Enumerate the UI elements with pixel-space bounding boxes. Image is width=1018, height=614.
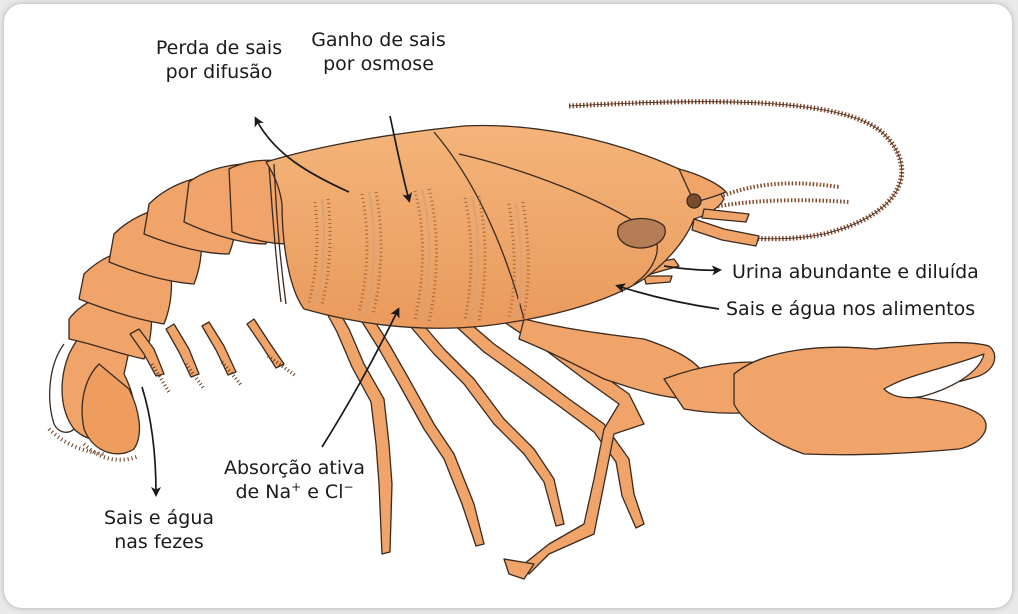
label-gain-line1: Ganho de sais: [311, 28, 446, 52]
big-claw: [519, 319, 995, 455]
label-active-absorption: Absorção ativa de Na+ e Cl−: [212, 456, 377, 504]
label-gain-line2: por osmose: [311, 52, 446, 76]
label-urine: Urina abundante e diluída: [732, 260, 979, 284]
absorption-na-text: de Na: [235, 481, 291, 503]
label-feces-line2: nas fezes: [94, 530, 224, 554]
label-food: Sais e água nos alimentos: [726, 297, 975, 321]
arrow-food: [618, 286, 719, 309]
label-feces: Sais e água nas fezes: [94, 506, 224, 554]
diagram-frame: Perda de sais por difusão Ganho de sais …: [4, 4, 1012, 608]
label-loss-line2: por difusão: [154, 60, 284, 84]
label-loss-by-diffusion: Perda de sais por difusão: [154, 36, 284, 84]
arrow-feces: [142, 387, 156, 494]
short-antennae: [704, 183, 839, 204]
label-loss-line1: Perda de sais: [154, 36, 284, 60]
gill-region-patch: [618, 219, 666, 249]
absorption-cl-text: e Cl: [301, 481, 343, 503]
absorption-cl-charge: −: [343, 480, 353, 494]
absorption-na-charge: +: [291, 480, 301, 494]
eye: [687, 194, 701, 208]
label-absorption-line2: de Na+ e Cl−: [212, 480, 377, 504]
label-absorption-line1: Absorção ativa: [212, 456, 377, 480]
label-feces-line1: Sais e água: [94, 506, 224, 530]
label-gain-by-osmosis: Ganho de sais por osmose: [311, 28, 446, 76]
